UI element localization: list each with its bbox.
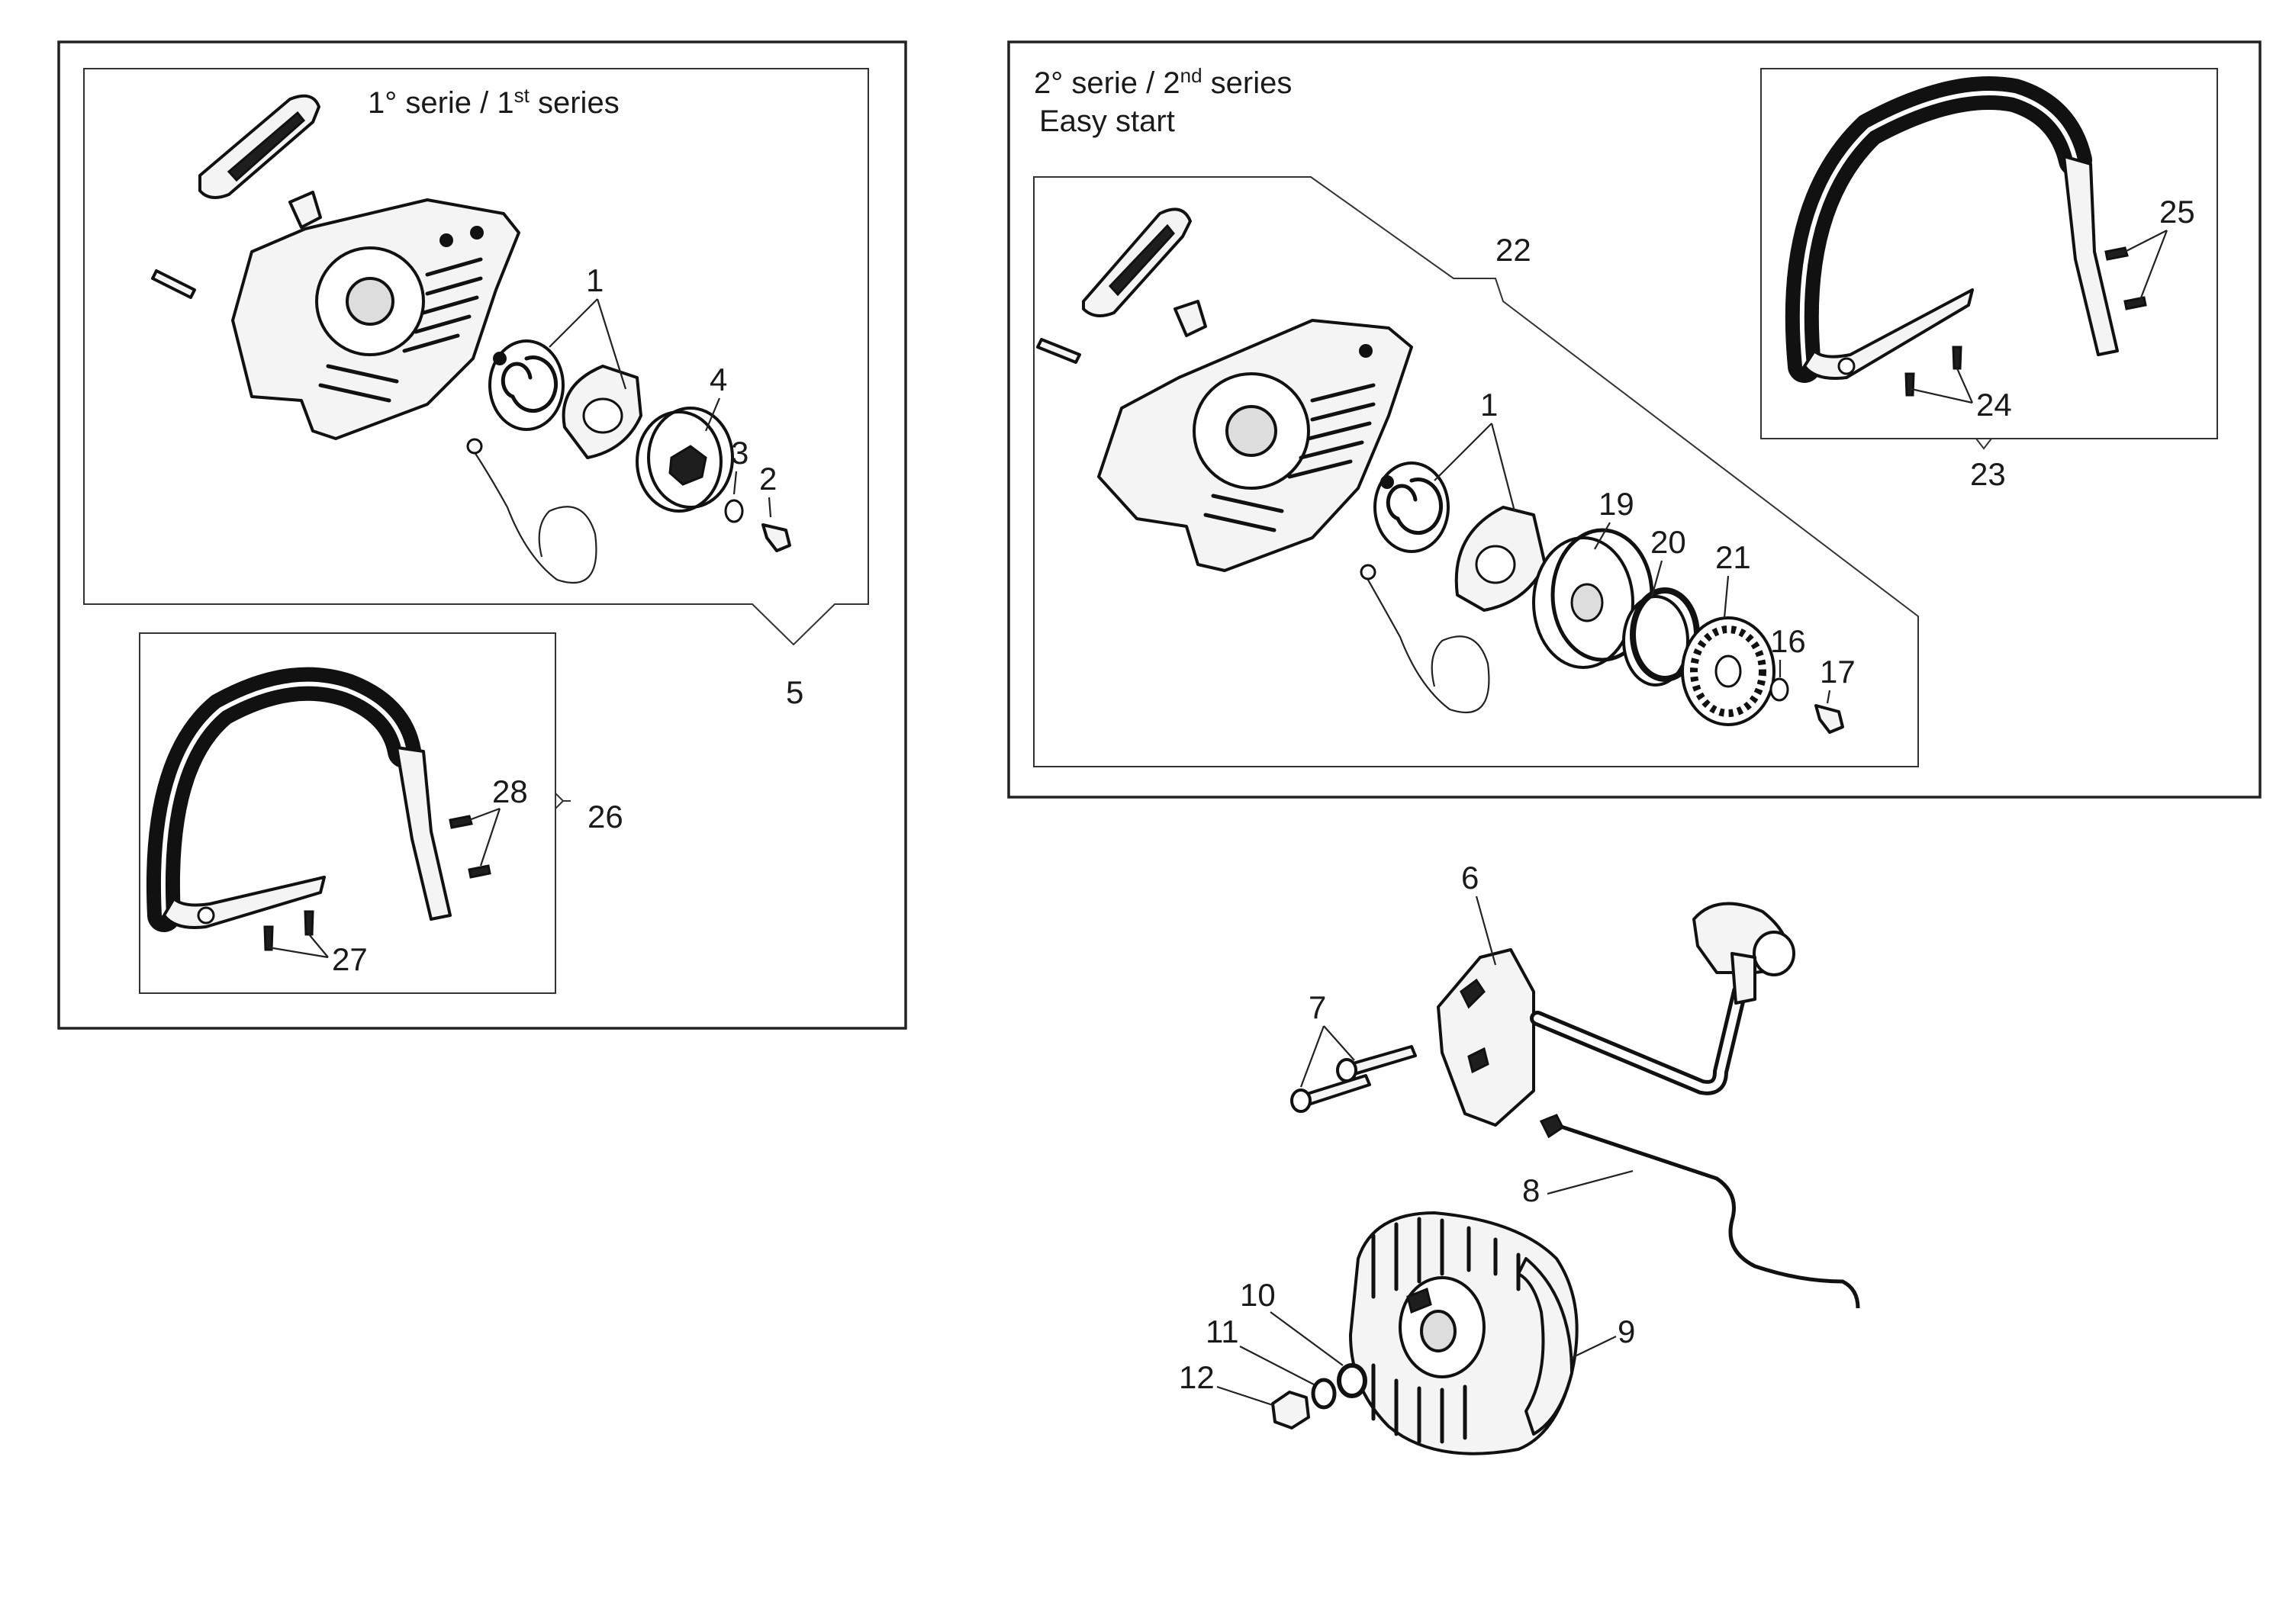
- coil-bolts-part: [1290, 1045, 1417, 1113]
- series-1-outer-frame: [57, 40, 907, 1030]
- series-2-outer-frame: [1007, 40, 2262, 799]
- callout-4: 4: [710, 362, 727, 397]
- callout-19: 19: [1598, 486, 1634, 522]
- callout-28: 28: [492, 773, 528, 809]
- front-handle-box-series1: [139, 632, 556, 994]
- washer-part: [724, 499, 744, 523]
- flywheel-part: [1349, 1211, 1579, 1455]
- starter-rope-part: [472, 449, 597, 584]
- starter-housing-part: [231, 198, 520, 440]
- callout-12: 12: [1179, 1359, 1215, 1395]
- series-1-starter-callout-box: [83, 68, 869, 646]
- callout-21: 21: [1715, 539, 1751, 575]
- callout-27: 27: [332, 941, 368, 977]
- washer-part-16: [1769, 677, 1789, 702]
- flat-washer-part: [1337, 1363, 1367, 1398]
- ratchet-part-21: [1681, 616, 1776, 726]
- callout-5: 5: [786, 674, 803, 710]
- flywheel-nut-part: [1271, 1391, 1310, 1429]
- callout-17: 17: [1820, 654, 1856, 690]
- callout-1-series2: 1: [1480, 387, 1498, 423]
- callout-9: 9: [1618, 1314, 1635, 1349]
- rewind-spring-part: [488, 339, 565, 431]
- callout-22: 22: [1495, 232, 1531, 268]
- pulley-part-19: [1532, 528, 1654, 669]
- callout-10: 10: [1240, 1277, 1276, 1313]
- handle-screws-24: [1904, 346, 1962, 397]
- callout-3: 3: [731, 435, 749, 471]
- callout-2: 2: [759, 461, 777, 497]
- screw-part-17: [1814, 704, 1844, 734]
- callout-26: 26: [588, 799, 623, 835]
- rope-pulley-part: [636, 407, 734, 513]
- starter-handle-part: [198, 94, 322, 229]
- starter-housing-part-series2: [1097, 319, 1413, 572]
- front-handle-part-series1: [146, 667, 452, 932]
- pulley-screw-part: [761, 523, 791, 552]
- callout-1-series1: 1: [586, 262, 604, 298]
- callout-11: 11: [1206, 1314, 1239, 1349]
- starter-rope-part-series2: [1365, 575, 1490, 713]
- housing-bolt-part-series2: [1036, 338, 1081, 364]
- series-2-subtitle: Easy start: [1039, 105, 1175, 138]
- callout-7: 7: [1309, 989, 1326, 1025]
- handle-screws-27: [263, 910, 314, 951]
- series-1-title: 1° serie / 1st series: [368, 84, 620, 120]
- callout-16: 16: [1770, 623, 1806, 659]
- callout-8: 8: [1522, 1172, 1540, 1208]
- ground-wire-part: [1547, 1123, 1860, 1309]
- handle-screws-28: [449, 815, 491, 879]
- easy-start-callout-box: [1033, 176, 1919, 767]
- ignition-coil-part: [1437, 902, 1795, 1127]
- front-handle-box-series2: [1760, 68, 2218, 439]
- callout-23: 23: [1970, 456, 2006, 492]
- callout-20: 20: [1650, 524, 1686, 560]
- handle-screws-25: [2104, 246, 2147, 310]
- front-handle-part-series2: [1785, 76, 2119, 383]
- housing-bolt-part: [151, 269, 196, 299]
- rewind-spring-part-series2: [1373, 461, 1450, 553]
- callout-6: 6: [1461, 860, 1479, 896]
- series-2-title: 2° serie / 2nd series: [1034, 64, 1292, 100]
- starter-handle-part-series2: [1082, 207, 1207, 337]
- lock-washer-part: [1311, 1378, 1337, 1410]
- callout-25: 25: [2159, 194, 2195, 230]
- callout-24: 24: [1976, 387, 2012, 423]
